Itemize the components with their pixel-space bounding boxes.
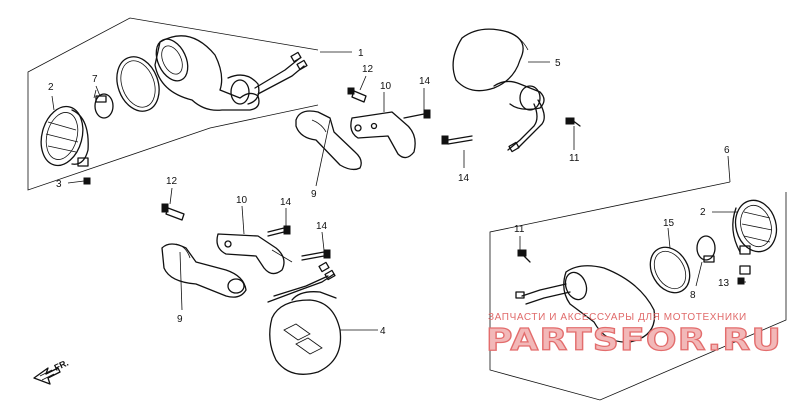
- label-part-6: 6: [724, 145, 730, 156]
- bolt-part-14-middle: [441, 135, 473, 145]
- bolt-part-14-lower-b: [301, 249, 331, 261]
- watermark-tagline: ЗАПЧАСТИ И АКСЕССУАРЫ ДЛЯ МОТОТЕХНИКИ: [488, 312, 747, 323]
- label-part-11-bottom: 11: [514, 224, 525, 235]
- group-box-rear-right: [489, 181, 787, 401]
- stay-part-9-bottom: [161, 243, 247, 298]
- turn-signal-part-5: [452, 28, 545, 153]
- label-part-10-top: 10: [380, 81, 392, 92]
- bracket-part-10-bottom: [216, 233, 293, 275]
- label-part-1: 1: [358, 48, 364, 59]
- lens-part-2-right: [732, 199, 778, 255]
- bulb-part-7-left: [93, 89, 114, 119]
- turn-signal-housing-part-1: [154, 35, 308, 111]
- gasket-ring-left: [116, 56, 160, 112]
- group-box-front-right: [27, 17, 319, 191]
- front-direction-label: FR.: [53, 358, 70, 373]
- label-part-7: 7: [92, 74, 98, 85]
- label-part-12-bottom: 12: [166, 176, 178, 187]
- front-direction-marker: FR.: [33, 358, 70, 385]
- label-part-9-bottom: 9: [177, 314, 183, 325]
- label-part-14-lower-a: 14: [280, 197, 292, 208]
- gasket-part-15: [649, 246, 691, 294]
- label-part-15: 15: [663, 218, 675, 229]
- label-part-9-top: 9: [311, 189, 317, 200]
- bolt-part-14-top: [403, 109, 431, 119]
- bulb-part-8-right: [696, 235, 716, 263]
- label-part-2-right: 2: [700, 207, 706, 218]
- label-part-8: 8: [690, 290, 696, 301]
- screw-part-11-bottom: [517, 249, 531, 263]
- label-part-5: 5: [555, 58, 561, 69]
- nut-part-13: [737, 265, 751, 285]
- bolt-part-12-top: [347, 87, 367, 103]
- label-part-3: 3: [56, 179, 62, 190]
- bolt-part-12-bottom: [161, 203, 185, 221]
- bracket-part-10-top: [350, 111, 416, 159]
- turn-signal-housing-part-6: [515, 265, 656, 343]
- label-part-14-top: 14: [419, 76, 431, 87]
- label-part-11-top: 11: [569, 153, 580, 164]
- leader-lines: [51, 51, 746, 331]
- label-part-10-bottom: 10: [236, 195, 248, 206]
- stay-part-9-top: [295, 110, 362, 171]
- label-part-2-left: 2: [48, 82, 54, 93]
- nut-part-3: [67, 157, 91, 185]
- label-part-4: 4: [380, 326, 386, 337]
- label-part-13: 13: [718, 278, 730, 289]
- label-part-14-middle: 14: [458, 173, 470, 184]
- label-part-12-top: 12: [362, 64, 374, 75]
- bolt-part-14-lower-a: [267, 225, 291, 237]
- label-part-14-lower-b: 14: [316, 221, 328, 232]
- lens-part-2-left: [40, 105, 89, 167]
- screw-part-11-top: [565, 117, 581, 127]
- watermark-brand: PARTSFOR.RU: [486, 323, 782, 358]
- part-number-labels: 1 2 7 3 12 10 14 9 5 11 14 12 10 14 14 9…: [48, 48, 730, 337]
- watermark: ЗАПЧАСТИ И АКСЕССУАРЫ ДЛЯ МОТОТЕХНИКИ PA…: [485, 312, 782, 359]
- turn-signal-part-4: [267, 261, 342, 375]
